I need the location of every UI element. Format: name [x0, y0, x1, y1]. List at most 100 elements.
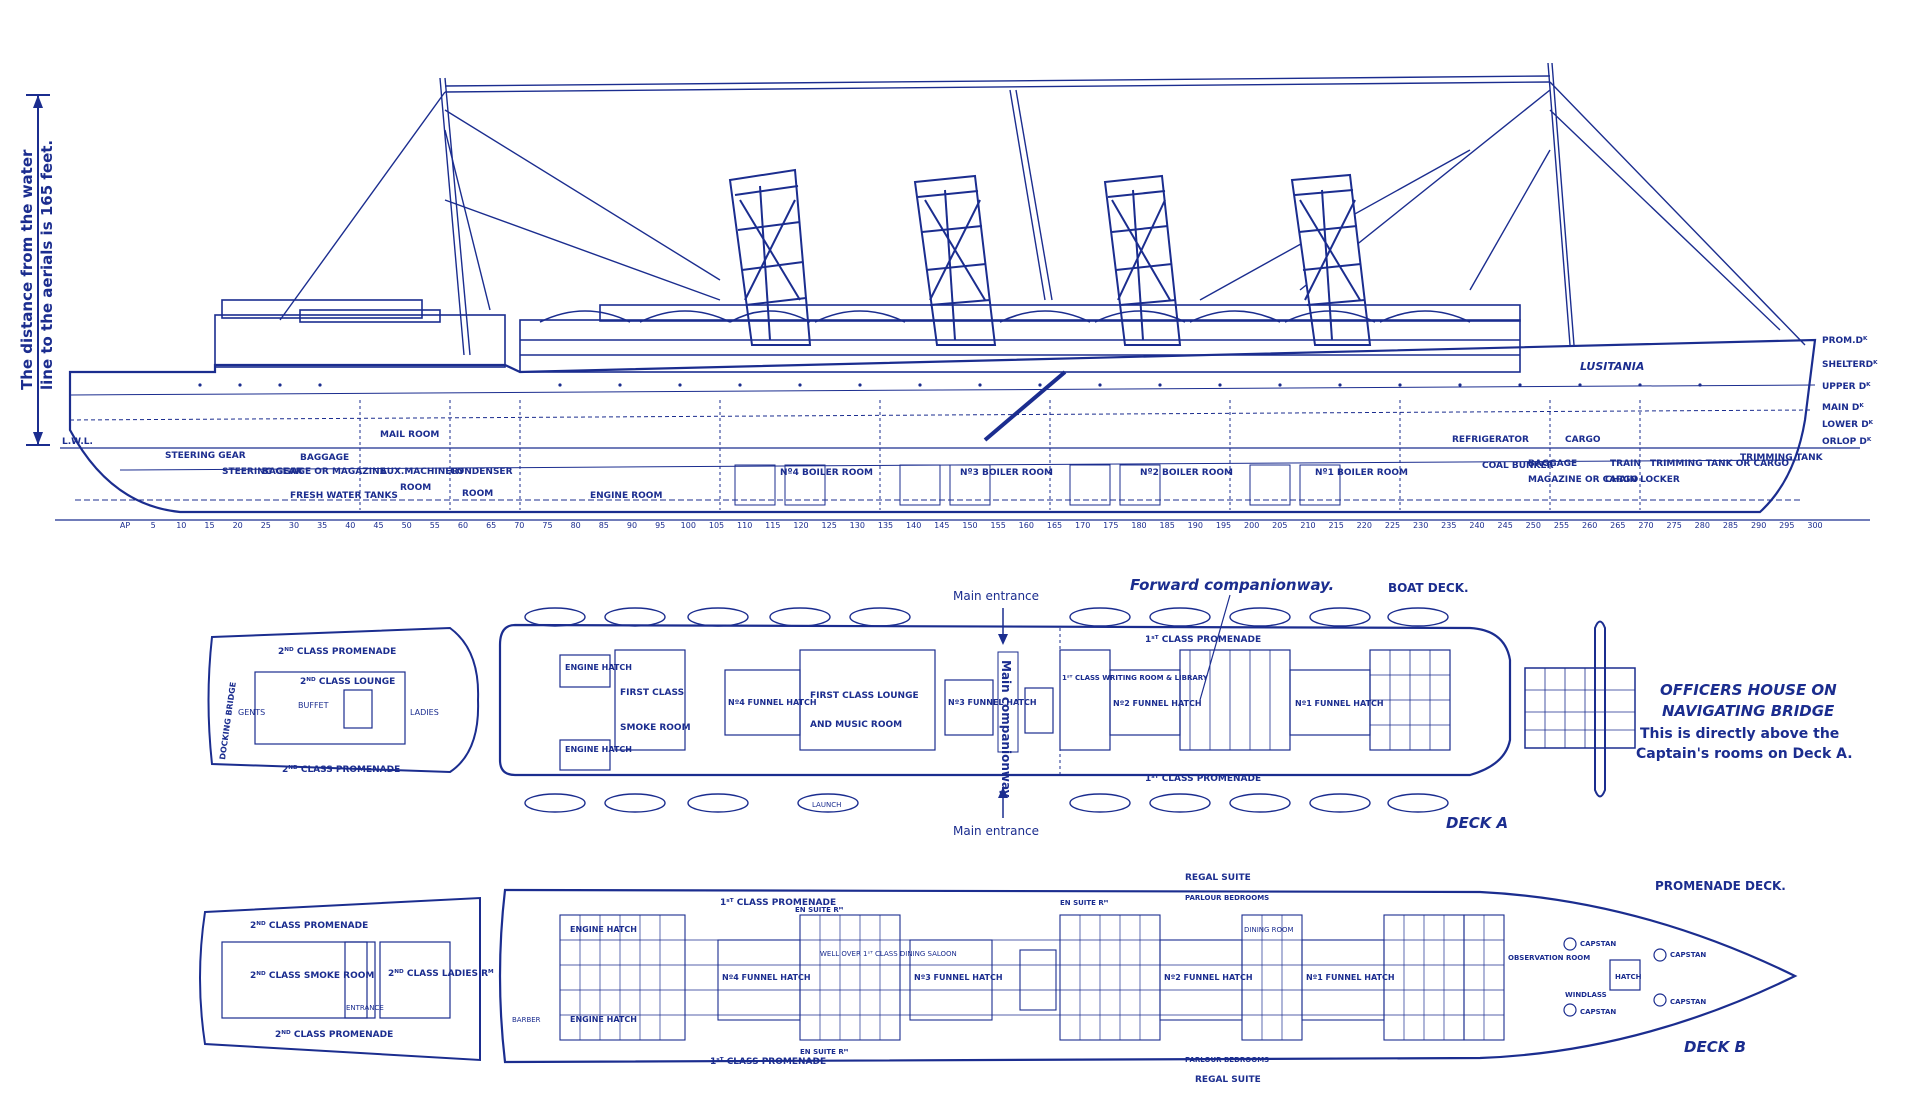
frame-number: 280: [1695, 521, 1710, 530]
frame-number: 115: [765, 521, 780, 530]
deck-b-room: CAPSTAN: [1580, 940, 1616, 948]
compartment-label: BAGGAGE: [300, 453, 349, 463]
deck-b-room: PARLOUR BEDROOMS: [1185, 894, 1269, 902]
frame-number: 235: [1441, 521, 1456, 530]
frame-number: 215: [1329, 521, 1344, 530]
lwl-label: L.W.L.: [62, 437, 93, 447]
compartment-label: CONDENSER: [450, 467, 513, 477]
deck-b-room: CAPSTAN: [1670, 998, 1706, 1006]
deck-a-room: 2ᴺᴰ CLASS LOUNGE: [300, 677, 395, 687]
side-profile: The distance from the water line to the …: [18, 62, 1878, 530]
boat-deck-label: BOAT DECK.: [1388, 581, 1469, 595]
deck-b-room: DINING ROOM: [1244, 926, 1294, 934]
frame-number: 60: [458, 521, 468, 530]
frame-number: 75: [542, 521, 552, 530]
frame-number: 270: [1638, 521, 1653, 530]
frame-number: 15: [204, 521, 214, 530]
frame-number: 265: [1610, 521, 1625, 530]
compartment-label: BAGGAGE: [1528, 459, 1577, 469]
compartment-label: MAIL ROOM: [380, 430, 439, 440]
main-entrance-bottom: Main entrance: [953, 824, 1039, 838]
deck-b-room: EN SUITE Rᴹ: [1060, 899, 1108, 907]
compartment-label: MAGAZINE OR CARGO: [1528, 475, 1639, 485]
frame-number: 125: [822, 521, 837, 530]
officers-note-1: This is directly above the: [1640, 726, 1839, 742]
frame-number: 150: [962, 521, 977, 530]
officers-title-1: OFFICERS HOUSE ON: [1660, 681, 1837, 699]
frame-number: 5: [151, 521, 156, 530]
compartment-label: FRESH WATER TANKS: [290, 491, 398, 501]
frame-number: 100: [681, 521, 696, 530]
deck-a-room: Nº3 FUNNEL HATCH: [948, 698, 1037, 707]
compartment-label: TRIMMING TANK OR CARGO: [1650, 459, 1789, 469]
compartment-label: TRIMMING TANK: [1740, 453, 1824, 463]
compartment-label: AUX.MACHINERY: [380, 467, 465, 477]
deck-a-room: 2ᴺᴰ CLASS PROMENADE: [282, 765, 400, 775]
deck-a-lifeboats: [524, 607, 1449, 813]
frame-number: 140: [906, 521, 921, 530]
deck-label-shelter: SHELTERDᴷ: [1822, 360, 1878, 370]
compartment-label: Nº2 BOILER ROOM: [1140, 468, 1233, 478]
frame-number: 220: [1357, 521, 1372, 530]
frame-number: 25: [261, 521, 271, 530]
distance-note-line2: line to the aerials is 165 feet.: [38, 140, 56, 390]
height-dimension: The distance from the water line to the …: [18, 94, 56, 446]
deck-a-room: 2ᴺᴰ CLASS PROMENADE: [278, 647, 396, 657]
frame-number: 155: [991, 521, 1006, 530]
ship-name: LUSITANIA: [1580, 360, 1644, 373]
compartment-label: Nº3 BOILER ROOM: [960, 468, 1053, 478]
compartment-label: REFRIGERATOR: [1452, 435, 1529, 445]
compartment-label: STEERING GEAR: [165, 451, 246, 461]
frame-number: 165: [1047, 521, 1062, 530]
deck-a-room: LAUNCH: [812, 801, 841, 809]
frame-number: 175: [1103, 521, 1118, 530]
deck-b-room: 1ˢᵀ CLASS PROMENADE: [720, 898, 836, 908]
deck-b-room: PARLOUR BEDROOMS: [1185, 1056, 1269, 1064]
deck-label-prom: PROM.Dᴷ: [1822, 336, 1868, 346]
deck-b-room: CAPSTAN: [1580, 1008, 1616, 1016]
frame-number: 285: [1723, 521, 1738, 530]
deck-b-room: 2ᴺᴰ CLASS PROMENADE: [250, 921, 368, 931]
deck-b-room: ENTRANCE: [346, 1004, 384, 1012]
frame-number: 10: [176, 521, 186, 530]
frame-number: 85: [599, 521, 609, 530]
capstans: [1563, 937, 1667, 1017]
deck-b-room: ENGINE HATCH: [570, 1015, 637, 1024]
deck-b-room: 1ˢᵀ CLASS PROMENADE: [710, 1057, 826, 1067]
deck-b-room: Nº3 FUNNEL HATCH: [914, 973, 1003, 982]
frame-number: 145: [934, 521, 949, 530]
funnel-3: [913, 174, 997, 346]
deck-b-room: Nº4 FUNNEL HATCH: [722, 973, 811, 982]
deck-b-room: WELL OVER 1ˢᵀ CLASS DINING SALOON: [820, 950, 957, 958]
deck-label-upper: UPPER Dᴷ: [1822, 382, 1871, 392]
deck-a-room: 1ˢᵀ CLASS WRITING ROOM & LIBRARY: [1062, 674, 1209, 682]
frame-number: 135: [878, 521, 893, 530]
deck-labels: PROM.Dᴷ SHELTERDᴷ UPPER Dᴷ MAIN Dᴷ LOWER…: [1822, 336, 1878, 447]
frame-number: 40: [345, 521, 355, 530]
funnels: [728, 168, 1372, 346]
deck-b-room: OBSERVATION ROOM: [1508, 954, 1590, 962]
frame-number: 210: [1300, 521, 1315, 530]
deck-a-room: DOCKING BRIDGE: [218, 681, 238, 760]
frame-number: 160: [1019, 521, 1034, 530]
frame-number: 190: [1188, 521, 1203, 530]
compartment-label: COAL BUNKER: [1482, 461, 1554, 471]
lifeboats: [539, 310, 1471, 323]
frame-number: 185: [1160, 521, 1175, 530]
frame-number: 290: [1751, 521, 1766, 530]
boilers: [734, 464, 1341, 506]
frame-number: 260: [1582, 521, 1597, 530]
deck-a-room: 1ˢᵀ CLASS PROMENADE: [1145, 635, 1261, 645]
frame-number: 50: [402, 521, 412, 530]
deck-a-room: 1ˢᵀ CLASS PROMENADE: [1145, 774, 1261, 784]
compartment-label: ENGINE ROOM: [590, 491, 662, 501]
hull: [60, 338, 1860, 514]
frame-number: 200: [1244, 521, 1259, 530]
frame-number: 30: [289, 521, 299, 530]
deck-b-room: ENGINE HATCH: [570, 925, 637, 934]
frame-number: 120: [793, 521, 808, 530]
deck-b-room: BARBER: [512, 1016, 541, 1024]
frame-number: 70: [514, 521, 524, 530]
